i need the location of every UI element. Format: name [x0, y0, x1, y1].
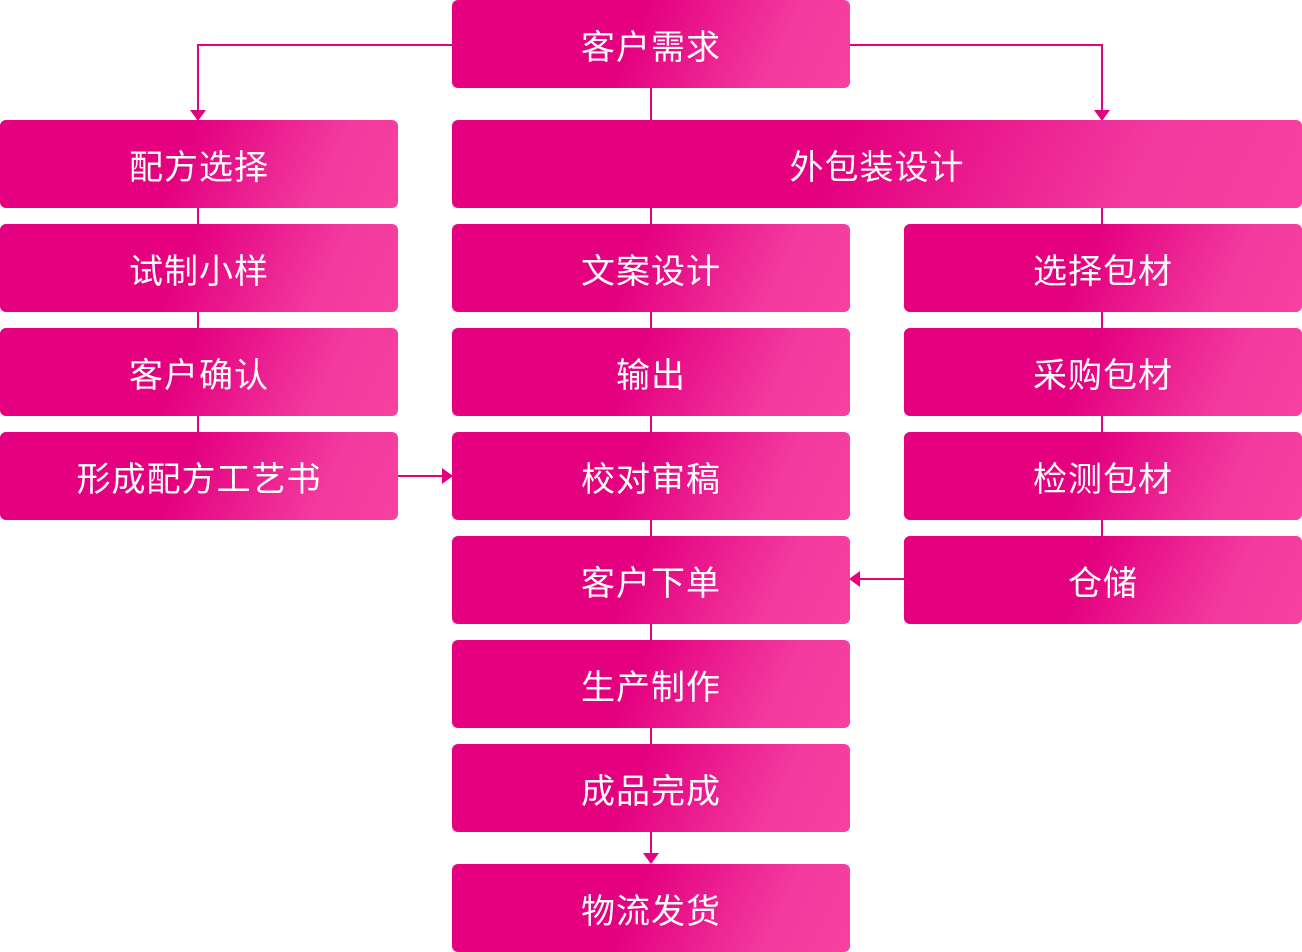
node-storage: 仓储	[904, 536, 1302, 624]
connector-demand-to-formula	[197, 44, 452, 112]
node-customer-demand: 客户需求	[452, 0, 850, 88]
node-production: 生产制作	[452, 640, 850, 728]
node-proofreading: 校对审稿	[452, 432, 850, 520]
arrow-head-packaging	[1094, 110, 1110, 121]
node-inspect-packaging: 检测包材	[904, 432, 1302, 520]
arrow-head-order	[849, 571, 860, 587]
node-purchase-packaging: 采购包材	[904, 328, 1302, 416]
node-select-packaging: 选择包材	[904, 224, 1302, 312]
node-trial-sample: 试制小样	[0, 224, 398, 312]
node-outer-packaging-design: 外包装设计	[452, 120, 1302, 208]
arrow-head-formula	[190, 110, 206, 121]
node-logistics-shipping: 物流发货	[452, 864, 850, 952]
node-customer-confirm: 客户确认	[0, 328, 398, 416]
node-customer-order: 客户下单	[452, 536, 850, 624]
node-formula-selection: 配方选择	[0, 120, 398, 208]
connector-demand-to-packaging	[850, 44, 1103, 112]
arrow-head-logistics	[643, 853, 659, 864]
node-output: 输出	[452, 328, 850, 416]
node-finished-product: 成品完成	[452, 744, 850, 832]
node-copywriting-design: 文案设计	[452, 224, 850, 312]
node-formula-process-doc: 形成配方工艺书	[0, 432, 398, 520]
arrow-head-proofreading	[442, 468, 453, 484]
